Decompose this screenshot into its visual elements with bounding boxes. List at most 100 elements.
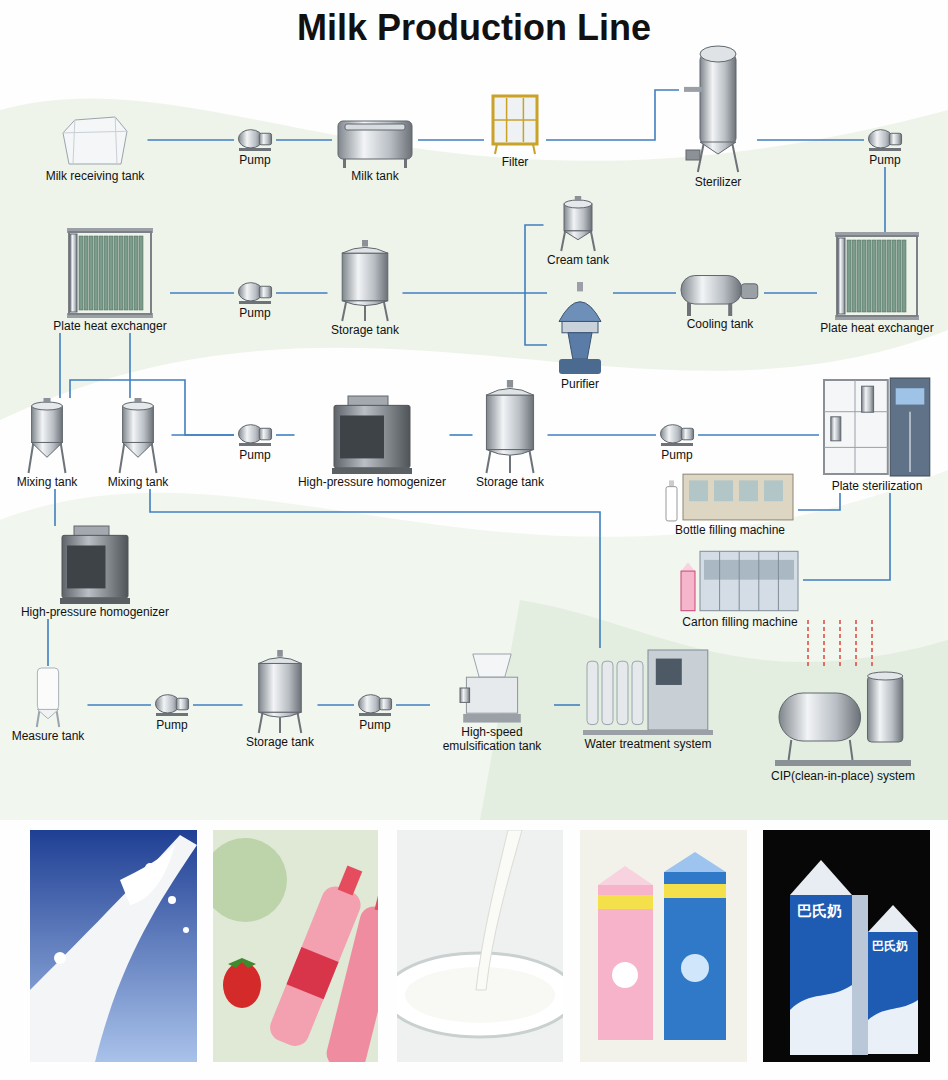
icon-part: [259, 286, 271, 298]
equipment-icon: [775, 668, 911, 768]
icon-part: [342, 301, 388, 306]
carton: [664, 872, 726, 1040]
equipment-node: High-pressure homogenizer: [295, 396, 450, 489]
equipment-node: Pump: [354, 693, 396, 732]
equipment-node: Plate heat exchanger: [817, 232, 937, 335]
equipment-icon: [332, 396, 412, 474]
icon-part: [176, 698, 188, 710]
icon-part: [872, 240, 876, 312]
icon-part: [340, 416, 384, 459]
equipment-label: Filter: [502, 155, 529, 169]
equipment-node: Mixing tank: [14, 398, 81, 489]
equipment-label: Pump: [239, 306, 270, 320]
equipment-icon: [154, 693, 190, 717]
icon-part: [63, 117, 127, 164]
icon-part: [838, 238, 845, 314]
icon-part: [686, 150, 700, 160]
pipe-connector: [88, 704, 152, 706]
icon-part: [867, 672, 902, 680]
icon-part: [852, 240, 856, 312]
equipment-node: High-pressure homogenizer: [18, 526, 173, 619]
equipment-label: Pump: [869, 153, 900, 167]
equipment-node: Pump: [234, 128, 276, 167]
equipment-icon: [822, 376, 932, 478]
icon-part: [568, 333, 592, 359]
package-text: 巴氏奶: [872, 938, 908, 955]
icon-part: [877, 240, 881, 312]
equipment-icon: [25, 398, 69, 474]
icon-part: [587, 661, 598, 724]
icon-part: [681, 428, 693, 440]
pipe-connector: [47, 619, 49, 666]
equipment-node: Plate heat exchanger: [50, 228, 170, 333]
pipe-connector: [757, 139, 864, 141]
cip-dash: [807, 620, 809, 666]
icon-part: [60, 598, 130, 604]
icon-part: [666, 487, 677, 521]
cip-dash: [871, 620, 873, 666]
equipment-icon: [583, 648, 713, 736]
icon-part: [741, 284, 757, 299]
equipment-label: Pump: [239, 153, 270, 167]
icon-part: [342, 247, 388, 253]
icon-part: [129, 236, 133, 310]
milk-drop: [54, 952, 66, 964]
icon-part: [334, 405, 410, 467]
milk-drop: [145, 863, 155, 873]
equipment-label: Storage tank: [476, 475, 544, 489]
equipment-label: Cream tank: [547, 253, 609, 267]
equipment-label: Water treatment system: [585, 737, 712, 751]
equipment-label: Pump: [661, 448, 692, 462]
icon-part: [259, 133, 271, 145]
equipment-icon: [357, 693, 393, 717]
bottle-cap: [338, 865, 363, 895]
icon-part: [681, 276, 742, 305]
icon-part: [89, 236, 93, 310]
pipe-connector: [54, 489, 56, 526]
icon-part: [656, 659, 682, 685]
equipment-node: Bottle filling machine: [662, 470, 798, 537]
icon-part: [70, 234, 77, 312]
carton: [598, 885, 653, 1040]
icon-part: [764, 480, 783, 501]
carton: [790, 895, 852, 1055]
pipe-connector: [450, 434, 473, 436]
icon-part: [239, 443, 271, 446]
equipment-icon: [116, 398, 160, 474]
icon-part: [704, 560, 794, 580]
icon-part: [43, 398, 50, 403]
pipe-connector: [884, 167, 886, 232]
equipment-node: Storage tank: [328, 240, 403, 337]
icon-part: [561, 227, 595, 251]
equipment-label: High-pressure homogenizer: [298, 475, 446, 489]
equipment-node: Mixing tank: [105, 398, 172, 489]
equipment-icon: [680, 548, 800, 614]
icon-part: [700, 142, 736, 154]
pipe-connector: [803, 493, 890, 580]
milk-stream: [476, 830, 522, 990]
icon-part: [739, 551, 740, 610]
equipment-icon: [558, 196, 598, 252]
equipment-icon: [679, 270, 761, 316]
carton-side: [852, 895, 868, 1055]
icon-part: [134, 236, 138, 310]
icon-part: [120, 440, 157, 473]
icon-part: [831, 417, 841, 441]
icon-part: [84, 236, 88, 310]
icon-part: [824, 380, 888, 474]
ground-swoosh: [0, 470, 948, 820]
equipment-node: Cooling tank: [676, 270, 764, 331]
icon-part: [681, 571, 695, 611]
icon-part: [79, 236, 83, 310]
equipment-label: Plate heat exchanger: [53, 319, 166, 333]
carton-figure: [681, 954, 709, 982]
icon-part: [669, 480, 674, 486]
icon-part: [32, 442, 63, 457]
icon-part: [259, 428, 271, 440]
equipment-node: Carton filling machine: [677, 548, 803, 629]
icon-part: [882, 240, 886, 312]
icon-part: [104, 236, 108, 310]
icon-part: [239, 148, 271, 151]
icon-part: [342, 253, 388, 301]
strawberry-leaf: [228, 958, 256, 968]
